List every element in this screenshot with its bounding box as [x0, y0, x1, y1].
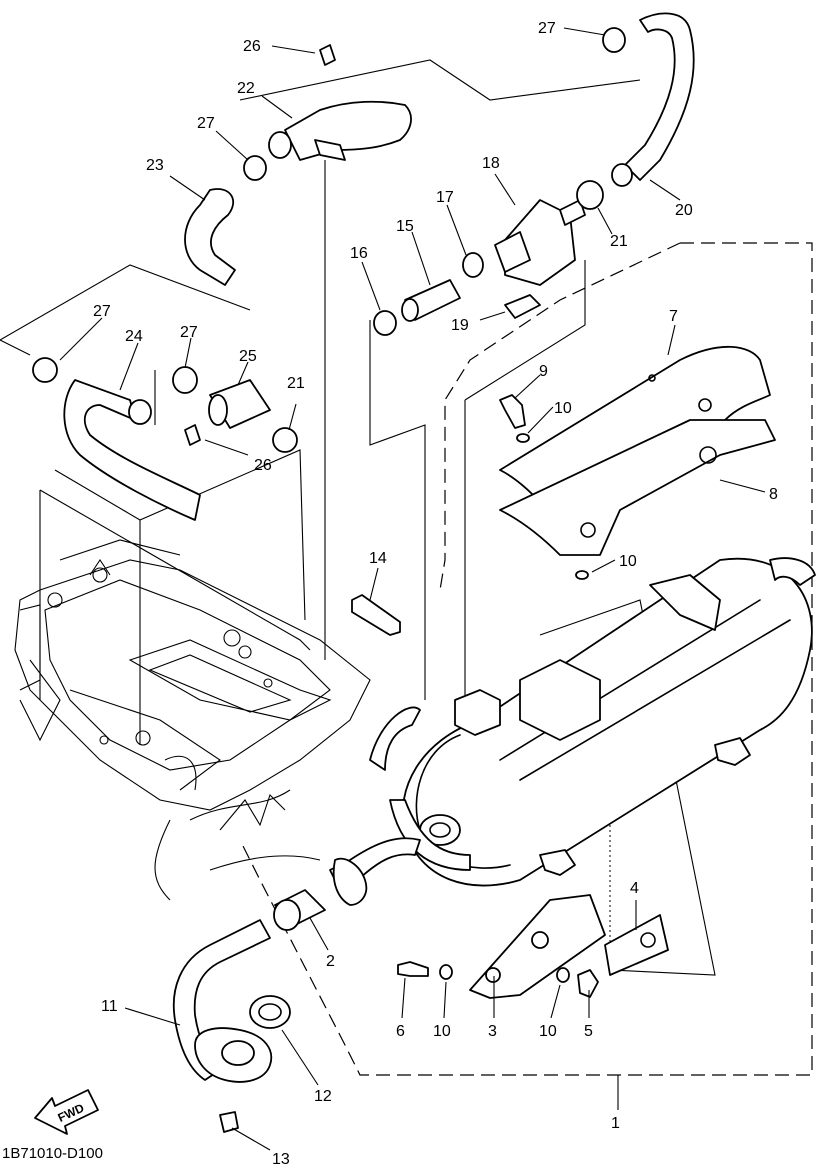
- callout-15: 15: [396, 218, 414, 235]
- callout-8: 8: [769, 486, 778, 503]
- bolt-6: [397, 961, 429, 977]
- bolt-14: [351, 594, 401, 636]
- callout-11: 11: [101, 998, 118, 1015]
- callout-22: 22: [237, 80, 255, 97]
- callout-10b: 10: [619, 553, 637, 570]
- callout-13: 13: [272, 1151, 290, 1165]
- protector-8: [499, 419, 776, 556]
- callout-27d: 27: [180, 324, 198, 341]
- assembly-box-1: [239, 242, 813, 1076]
- bracket-3: [469, 894, 606, 999]
- callout-2: 2: [326, 953, 335, 970]
- callout-21b: 21: [287, 375, 305, 392]
- hose-23: [184, 188, 236, 286]
- callout-20: 20: [675, 202, 693, 219]
- callout-4: 4: [630, 880, 639, 897]
- callout-24: 24: [125, 328, 143, 345]
- callout-26b: 26: [254, 457, 272, 474]
- callout-6: 6: [396, 1023, 405, 1040]
- cap-5: [577, 969, 599, 998]
- callout-27a: 27: [538, 20, 556, 37]
- hose-24: [63, 379, 201, 521]
- callout-16: 16: [350, 245, 368, 262]
- callout-10a: 10: [554, 400, 572, 417]
- pipe-22: [284, 100, 412, 161]
- callout-12: 12: [314, 1088, 332, 1105]
- callout-25: 25: [239, 348, 257, 365]
- callout-7: 7: [669, 308, 678, 325]
- plate-4: [604, 914, 669, 976]
- callout-21a: 21: [610, 233, 628, 250]
- callout-27b: 27: [197, 115, 215, 132]
- callout-23: 23: [146, 157, 164, 174]
- callout-10d: 10: [539, 1023, 557, 1040]
- callout-18: 18: [482, 155, 500, 172]
- bolt-19: [504, 294, 541, 319]
- callout-10c: 10: [433, 1023, 451, 1040]
- callout-5: 5: [584, 1023, 593, 1040]
- leader-lines: [59, 27, 766, 1151]
- callout-1: 1: [611, 1115, 620, 1132]
- air-valve-18: [494, 199, 586, 286]
- callout-14: 14: [369, 550, 387, 567]
- callout-17: 17: [436, 189, 454, 206]
- callout-26a: 26: [243, 38, 261, 55]
- engine-block: [14, 539, 371, 901]
- callout-9: 9: [539, 363, 548, 380]
- callout-3: 3: [488, 1023, 497, 1040]
- callout-27c: 27: [93, 303, 111, 320]
- callout-19: 19: [451, 317, 469, 334]
- bolt-9: [499, 394, 526, 429]
- callout-labels: 1 2 3 4 5 6 7 8 9 10 10 10 10 11 12 13 1…: [93, 20, 778, 1165]
- fwd-arrow: [34, 1089, 99, 1135]
- gasket-2: [273, 889, 326, 931]
- muffler-assembly: [369, 557, 816, 887]
- diagram-code: 1B71010-D100: [2, 1145, 103, 1162]
- flange: [194, 995, 291, 1133]
- hose-20: [624, 12, 695, 181]
